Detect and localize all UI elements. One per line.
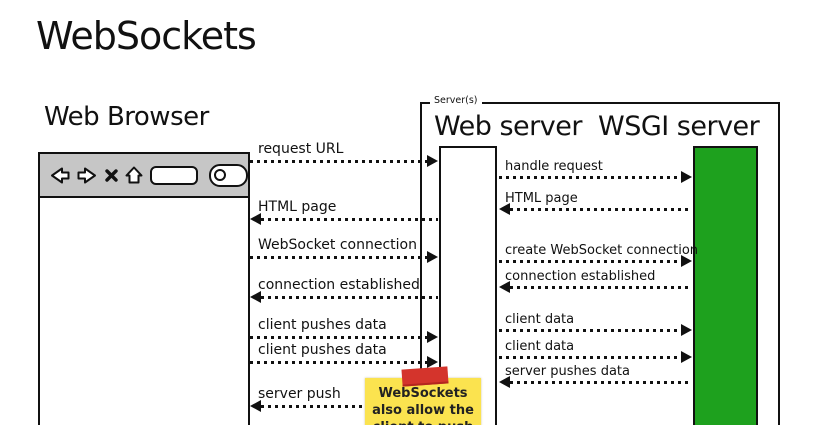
browser-toolbar [40, 154, 248, 198]
server-message-line-server-pushes-data [510, 381, 692, 384]
arrowhead-left-icon [499, 203, 510, 215]
sticky-note-text: also allow the [372, 403, 474, 418]
browser-message-line-server-push [261, 405, 438, 408]
arrowhead-left-icon [499, 376, 510, 388]
server-message-label-connection-established: connection established [505, 269, 656, 284]
server-message-line-connection-established [510, 286, 692, 289]
arrowhead-left-icon [499, 281, 510, 293]
arrowhead-right-icon [681, 324, 692, 336]
arrowhead-right-icon [427, 331, 438, 343]
back-arrow-icon[interactable] [49, 167, 70, 184]
search-field[interactable] [208, 163, 248, 187]
arrowhead-right-icon [681, 351, 692, 363]
browser-message-line-connection-established [261, 296, 438, 299]
server-message-line-create-websocket-connection [499, 260, 681, 263]
arrowhead-right-icon [427, 155, 438, 167]
sticky-note: WebSockets also allow the client to push [365, 378, 481, 425]
arrowhead-right-icon [681, 255, 692, 267]
browser-message-line-html-page [261, 218, 438, 221]
browser-message-line-websocket-connection [250, 256, 427, 259]
server-message-label-create-websocket-connection: create WebSocket connection [505, 243, 699, 258]
sticky-note-text: WebSockets [378, 386, 468, 401]
home-icon[interactable] [125, 166, 143, 184]
forward-arrow-icon[interactable] [77, 167, 98, 184]
arrowhead-left-icon [250, 213, 261, 225]
browser-message-label-client-pushes-data: client pushes data [258, 342, 387, 358]
server-group-box [420, 102, 780, 425]
wsgi-server-heading: WSGI server [598, 111, 760, 142]
arrowhead-left-icon [250, 400, 261, 412]
server-message-label-handle-request: handle request [505, 159, 603, 174]
arrowhead-right-icon [681, 171, 692, 183]
server-message-line-handle-request [499, 176, 681, 179]
browser-message-label-connection-established: connection established [258, 277, 420, 293]
browser-window [38, 152, 250, 425]
browser-message-label-websocket-connection: WebSocket connection [258, 237, 417, 253]
server-message-line-html-page [510, 208, 692, 211]
web-server-heading: Web server [434, 111, 582, 142]
browser-message-label-server-push: server push [258, 386, 341, 402]
sticky-note-text: client to push [365, 419, 481, 425]
page-title: WebSockets [36, 14, 257, 58]
stop-icon[interactable] [105, 168, 118, 182]
server-message-line-client-data [499, 329, 681, 332]
red-tape-icon [401, 366, 449, 387]
browser-message-label-request-url: request URL [258, 141, 344, 157]
server-message-label-client-data: client data [505, 312, 575, 327]
search-icon [213, 168, 226, 181]
address-bar[interactable] [150, 165, 198, 185]
arrowhead-right-icon [427, 251, 438, 263]
wsgi-server-lifeline [693, 146, 758, 425]
browser-message-label-client-pushes-data: client pushes data [258, 317, 387, 333]
server-message-label-server-pushes-data: server pushes data [505, 364, 630, 379]
browser-message-line-client-pushes-data [250, 336, 427, 339]
server-message-label-client-data: client data [505, 339, 575, 354]
browser-message-label-html-page: HTML page [258, 199, 337, 215]
server-message-label-html-page: HTML page [505, 191, 578, 206]
browser-message-line-request-url [250, 160, 427, 163]
server-message-line-client-data [499, 356, 681, 359]
browser-message-line-client-pushes-data [250, 361, 427, 364]
arrowhead-right-icon [427, 356, 438, 368]
server-group-label: Server(s) [430, 95, 482, 106]
web-browser-heading: Web Browser [44, 102, 209, 132]
arrowhead-left-icon [250, 291, 261, 303]
